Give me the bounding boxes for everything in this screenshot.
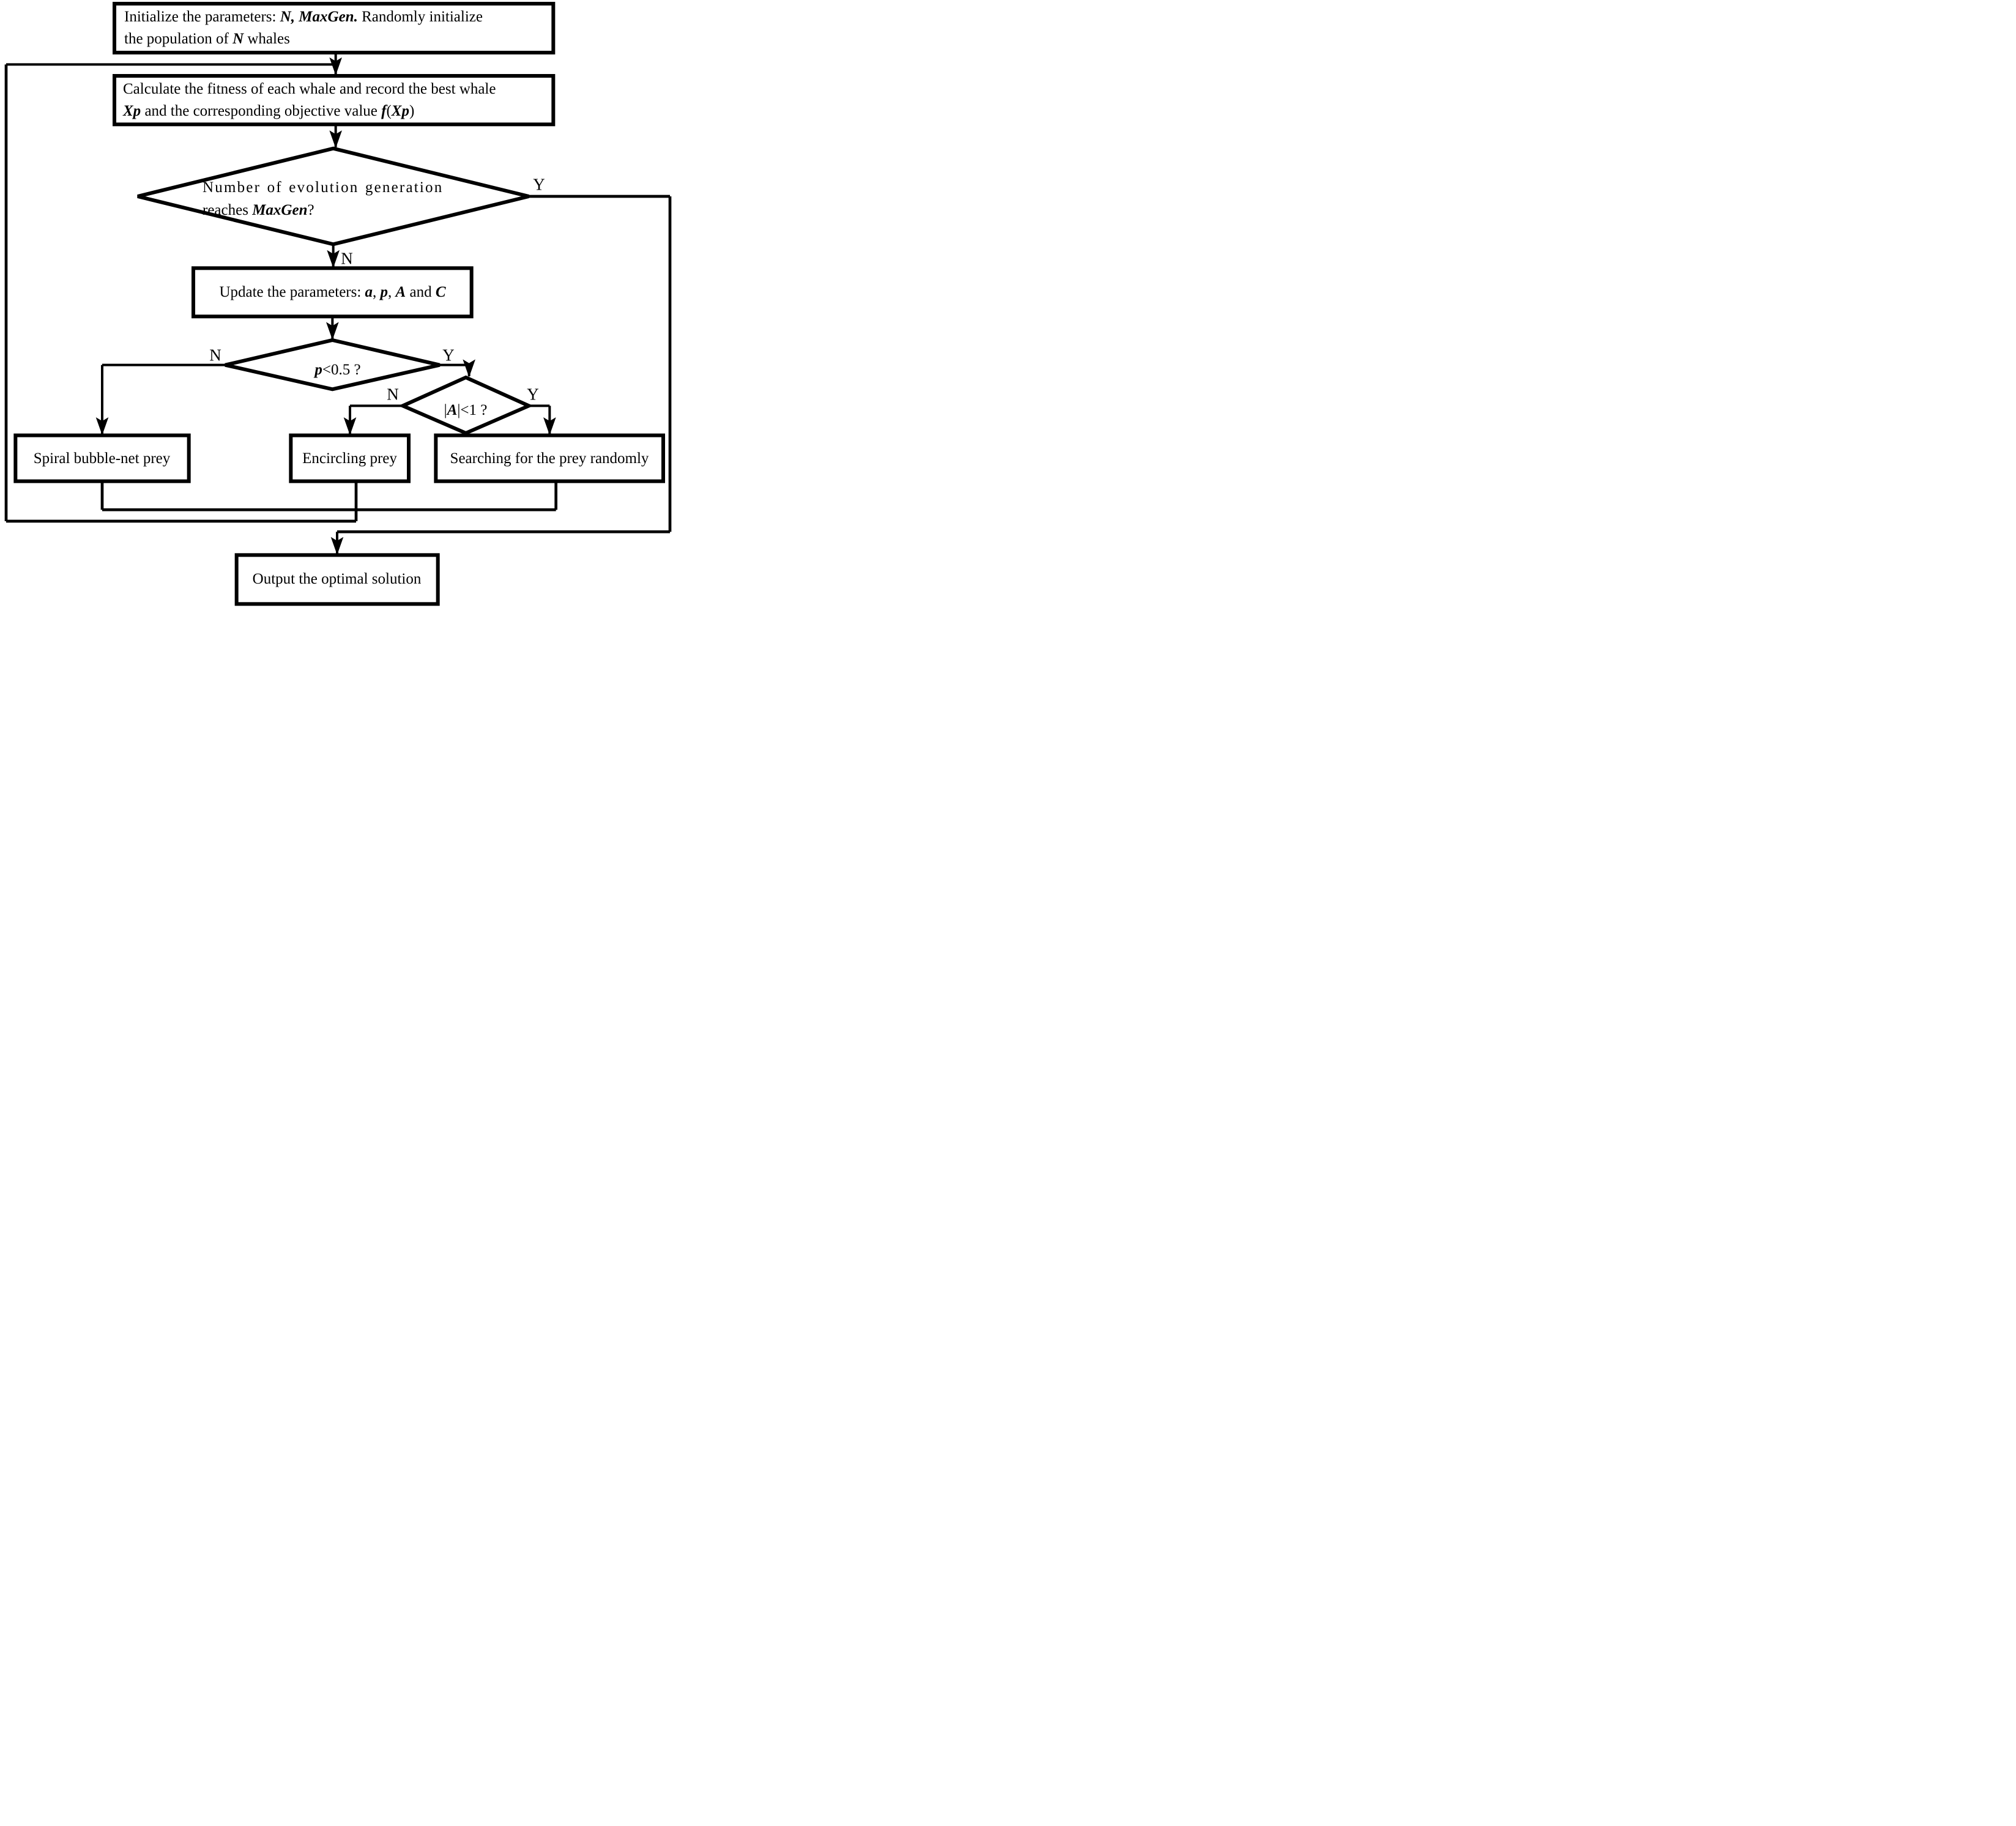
- encircling-prey-box: [289, 433, 411, 483]
- init-text: Initialize the parameters: N, MaxGen. Ra…: [124, 9, 483, 47]
- output-text: Output the optimal solution: [252, 571, 422, 587]
- abs-a-decision-diamond: [398, 375, 534, 436]
- init-box: [113, 2, 556, 54]
- random-search-text: Searching for the prey randomly: [450, 450, 649, 467]
- encircling-prey-text: Encircling prey: [302, 450, 397, 467]
- random-search-box: [434, 433, 665, 483]
- maxgen-yes-label: Y: [533, 175, 545, 194]
- output-box: [234, 553, 440, 606]
- fitness-text: Calculate the fitness of each whale and …: [123, 80, 496, 119]
- p-decision-text: p<0.5 ?: [314, 362, 361, 378]
- woa-flowchart: Initialize the parameters: N, MaxGen. Ra…: [0, 0, 672, 609]
- p-decision-diamond: [225, 338, 441, 392]
- spiral-bubble-net-text: Spiral bubble-net prey: [33, 450, 171, 467]
- abs-a-yes-label: Y: [527, 385, 539, 404]
- abs-a-no-label: N: [387, 385, 399, 404]
- p-no-label: N: [209, 346, 221, 365]
- abs-a-decision-text: |A|<1 ?: [444, 402, 488, 418]
- maxgen-no-label: N: [341, 249, 353, 268]
- fitness-box: [113, 74, 556, 127]
- update-params-text: Update the parameters: a, p, A and C: [219, 283, 446, 300]
- p-yes-label: Y: [442, 346, 455, 365]
- flowchart-canvas: [4, 2, 672, 606]
